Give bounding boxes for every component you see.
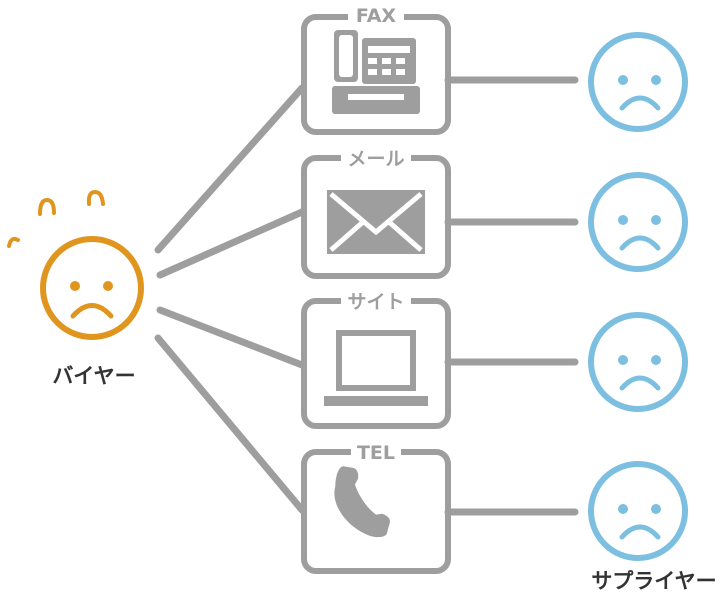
laptop-icon [324,330,428,406]
supplier-label: サプライヤー [591,569,716,593]
fax-icon [332,30,420,114]
buyer-connections [154,84,306,514]
supplier-fax [588,32,688,132]
supplier-face-icon [588,32,688,132]
line-buyer-site [156,306,306,369]
channel-tel-label: TEL [357,442,395,464]
buyer: バイヤー [7,189,144,388]
supplier-face-icon [588,172,688,272]
supplier-mail [588,172,688,272]
supplier-face-icon [588,461,688,561]
supplier-site [588,312,688,412]
channel-mail-label: メール [347,148,404,170]
buyer-face-icon [40,236,144,340]
worry-marks [7,189,105,248]
channel-fax: FAX [301,5,451,135]
supplier-connections [444,76,579,516]
buyer-label: バイヤー [52,364,135,388]
channel-site-label: サイト [347,291,404,313]
supplier-face-icon [588,312,688,412]
envelope-icon [327,190,425,254]
line-buyer-mail [156,208,306,279]
line-buyer-fax [154,84,306,254]
phone-icon [334,466,390,538]
supplier-tel [588,461,688,561]
channel-site: サイト [301,291,451,429]
line-buyer-tel [154,334,306,514]
channel-mail: メール [301,148,451,279]
channel-fax-label: FAX [356,5,397,27]
channel-tel: TEL [301,442,451,574]
